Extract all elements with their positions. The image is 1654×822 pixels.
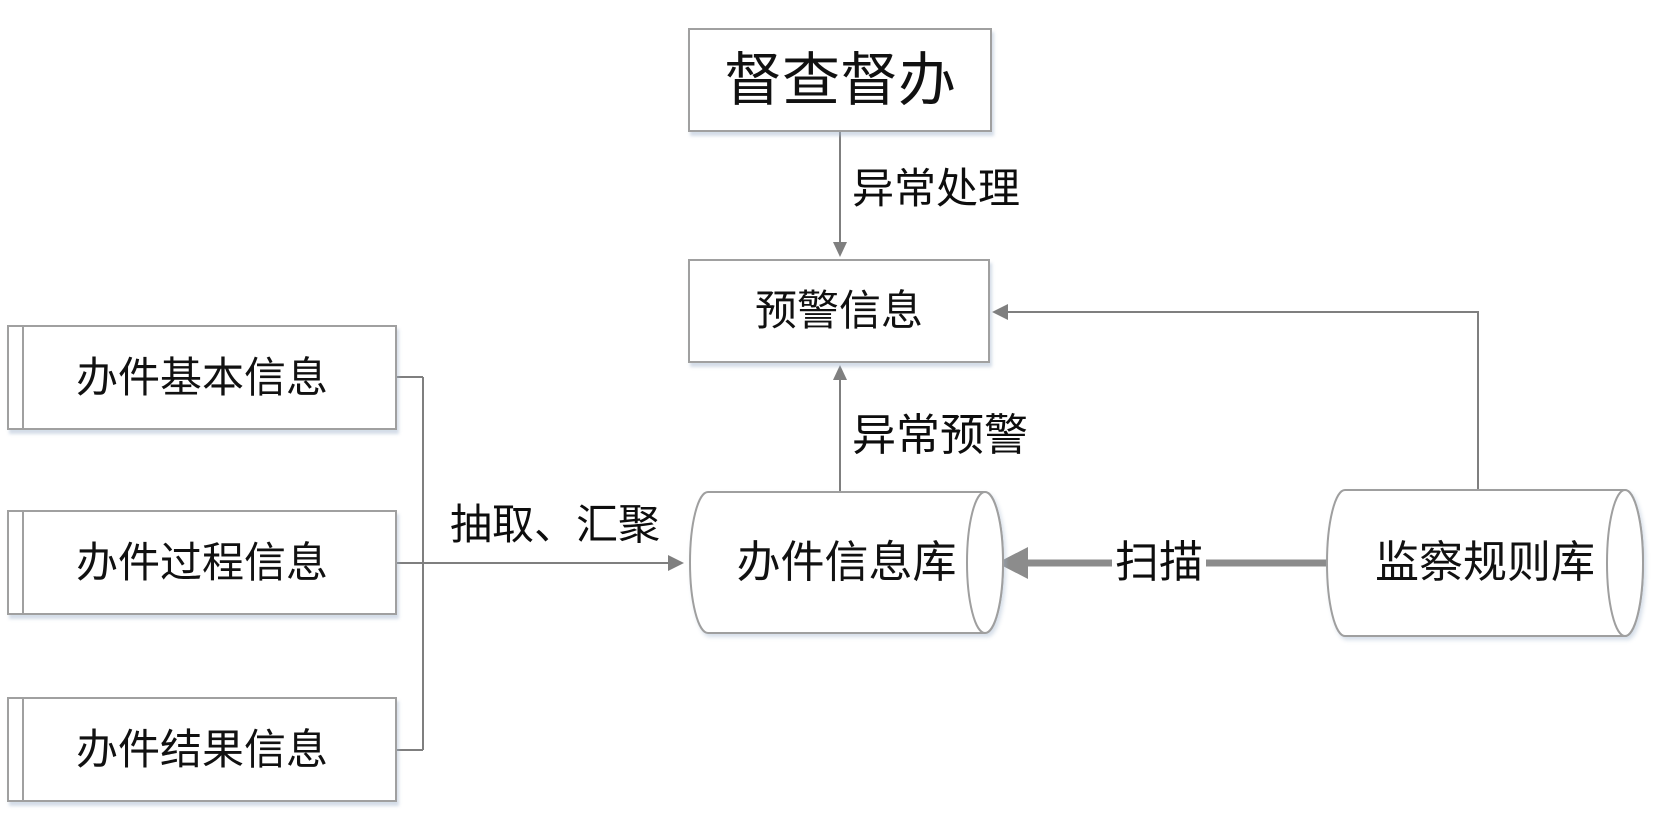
node-rules-db-label: 监察规则库: [1345, 490, 1625, 636]
edge-label-scan: 扫描: [1112, 541, 1206, 585]
edge-label-exception-warning: 异常预警: [852, 410, 1028, 461]
arrowhead-right-into-case-db: [668, 555, 684, 571]
left-stripe: [22, 698, 24, 801]
node-warning-info-label: 预警信息: [754, 286, 923, 335]
edge-rules-to-warning-line: [1006, 311, 1479, 490]
node-process-info: 办件过程信息: [7, 510, 397, 615]
node-process-info-label: 办件过程信息: [75, 537, 328, 587]
arrowhead-up-into-warning: [833, 365, 847, 380]
node-case-info-db-label: 办件信息库: [708, 492, 985, 633]
node-basic-info: 办件基本信息: [7, 325, 397, 430]
node-supervise-label: 督查督办: [723, 46, 956, 114]
arrowhead-left-into-warning: [992, 304, 1008, 320]
left-stripe: [22, 511, 24, 614]
edge-label-exception-handling: 异常处理: [852, 164, 1021, 213]
node-warning-info: 预警信息: [688, 259, 990, 363]
node-supervise: 督查督办: [688, 28, 992, 132]
cylinder-rules-db-cap: [1606, 489, 1644, 637]
case-info-db-text: 办件信息库: [736, 536, 957, 588]
edge-label-extract-aggregate: 抽取、汇聚: [450, 500, 661, 549]
left-stripe: [22, 326, 24, 429]
arrowhead-down-into-warning: [833, 242, 847, 257]
rules-db-text: 监察规则库: [1375, 537, 1595, 588]
arrowhead-scan: [997, 547, 1028, 579]
node-result-info: 办件结果信息: [7, 697, 397, 802]
cylinder-case-info-db-cap: [966, 491, 1004, 634]
node-basic-info-label: 办件基本信息: [75, 352, 328, 402]
node-result-info-label: 办件结果信息: [75, 724, 328, 774]
